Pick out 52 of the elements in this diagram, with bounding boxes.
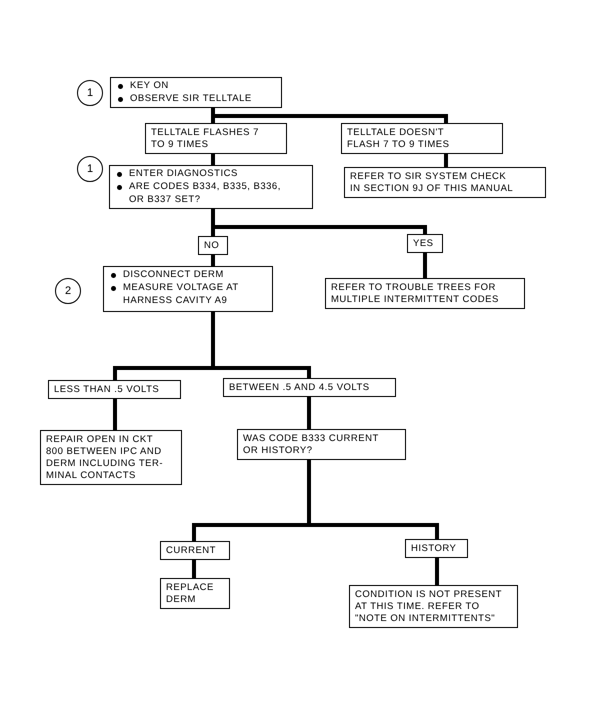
callout-circle (77, 156, 103, 182)
condition-box (198, 236, 228, 255)
condition-box (48, 380, 181, 399)
callout-circle (55, 278, 81, 304)
connector-line (307, 397, 311, 429)
step-text: DISCONNECT DERM (123, 269, 224, 282)
step-text: ENTER DIAGNOSTICS (129, 168, 238, 180)
action-box (103, 266, 273, 312)
condition-box (405, 539, 468, 558)
step-text: YES (413, 238, 435, 250)
step-text: CONDITION IS NOT PRESENT AT THIS TIME. REFER TO "NOTE ON INTERMITTENTS" (355, 589, 503, 625)
condition-box (160, 541, 230, 560)
condition-box (407, 234, 443, 253)
step-number: 2 (64, 285, 72, 297)
action-box (344, 167, 546, 198)
step-text: HISTORY (411, 543, 458, 555)
action-box (325, 278, 525, 309)
connector-line (113, 399, 117, 430)
step-text: ARE CODES B334, B335, B336, OR B337 SET? (129, 181, 282, 206)
step-text: TELLTALE FLASHES 7 TO 9 TIMES (151, 127, 260, 151)
step-text: LESS THAN .5 VOLTS (54, 384, 160, 396)
connector-line (435, 558, 439, 585)
action-box (109, 165, 313, 208)
step-text: TELLTALE DOESN'T FLASH 7 TO 9 TIMES (347, 127, 450, 151)
step-number: 1 (86, 87, 94, 99)
connector-line (211, 255, 215, 266)
step-text: MEASURE VOLTAGE AT HARNESS CAVITY A9 (123, 282, 240, 307)
connector-line (211, 108, 448, 123)
step-text: REFER TO SIR SYSTEM CHECK IN SECTION 9J OF THIS MANUAL (350, 171, 514, 195)
step-text: KEY ON (130, 80, 169, 92)
connector-line (423, 253, 427, 278)
condition-box (145, 123, 287, 154)
step-text: BETWEEN .5 AND 4.5 VOLTS (229, 382, 371, 394)
step-text: REPLACE DERM (166, 582, 215, 606)
step-text: CURRENT (166, 545, 217, 557)
action-box (110, 77, 282, 108)
connector-line (192, 560, 196, 578)
connector-line (444, 154, 448, 167)
action-box (160, 578, 230, 609)
step-text: REFER TO TROUBLE TREES FOR MULTIPLE INTERMITTENT CODES (331, 282, 500, 306)
action-box (40, 430, 182, 485)
step-text: WAS CODE B333 CURRENT OR HISTORY? (243, 433, 380, 457)
condition-box (341, 123, 503, 154)
step-text: REPAIR OPEN IN CKT 800 BETWEEN IPC AND DERM INCLUDING TER- MINAL CONTACTS (46, 434, 164, 482)
callout-circle (77, 80, 103, 106)
decision-box (237, 429, 406, 460)
action-box (349, 585, 518, 628)
condition-box (223, 378, 396, 397)
step-text: OBSERVE SIR TELLTALE (130, 93, 252, 106)
connector-line (211, 154, 215, 165)
step-text: NO (204, 240, 220, 252)
step-number: 1 (86, 163, 94, 175)
